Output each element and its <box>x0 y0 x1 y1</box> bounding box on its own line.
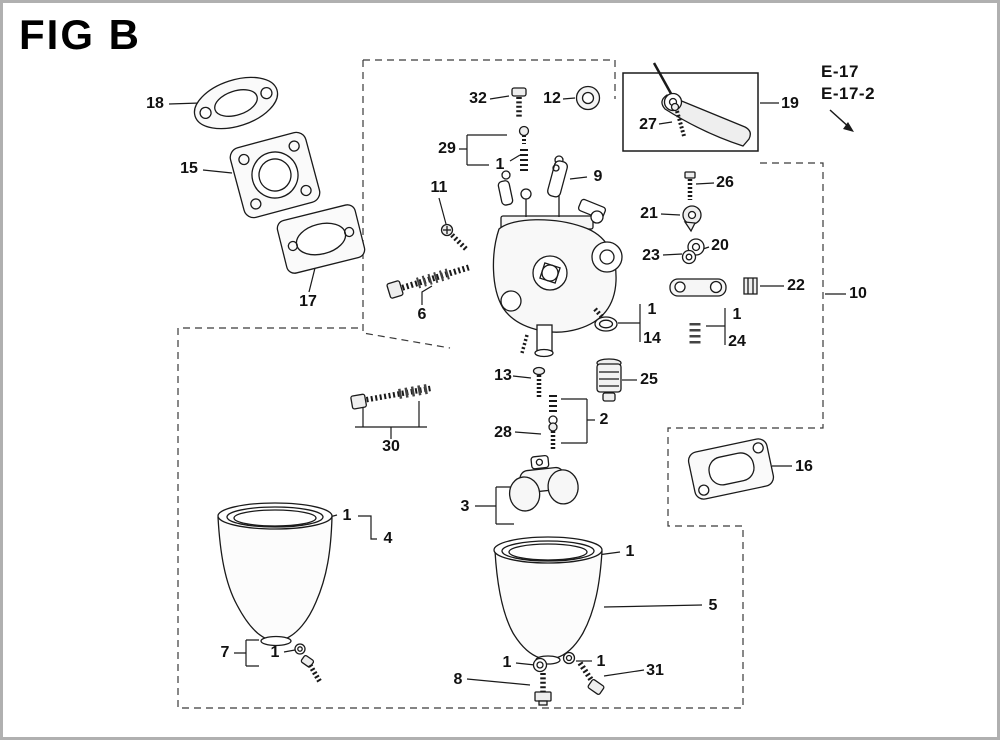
reference-labels: E-17 E-17-2 <box>821 61 875 105</box>
float-bowl-4-drawing <box>217 502 333 647</box>
float-valve-21-drawing <box>682 205 702 233</box>
cap-12-drawing <box>575 85 601 111</box>
callout-9: 9 <box>593 168 603 185</box>
callout-1-washer31: 1 <box>596 653 606 670</box>
callout-10: 10 <box>849 285 867 302</box>
float-bowl-5-drawing <box>493 536 603 665</box>
callout-7: 7 <box>220 644 230 661</box>
callout-19: 19 <box>781 95 799 112</box>
callout-11: 11 <box>430 179 448 196</box>
callout-1-bowl5-gasket: 1 <box>625 543 635 560</box>
bolt-31-drawing <box>562 651 605 695</box>
callout-1-bowl4-gasket: 1 <box>342 507 352 524</box>
callout-1-spring24: 1 <box>732 306 742 323</box>
callout-14: 14 <box>643 330 661 347</box>
callout-32: 32 <box>469 90 487 107</box>
callout-16: 16 <box>795 458 813 475</box>
callout-2: 2 <box>599 411 609 428</box>
callout-15: 15 <box>180 160 198 177</box>
callout-27: 27 <box>639 116 657 133</box>
screw-32-drawing <box>511 87 527 117</box>
drain-screw-7-drawing <box>294 643 323 684</box>
callout-30: 30 <box>382 438 400 455</box>
float-3-drawing <box>508 454 579 512</box>
screw-set-2-28-drawing <box>548 395 558 450</box>
callout-1-drain: 1 <box>270 644 280 661</box>
gasket-18-drawing <box>193 76 279 130</box>
pin-27-drawing <box>670 102 680 112</box>
screw-11-drawing <box>440 223 468 251</box>
callout-1-washer8: 1 <box>502 654 512 671</box>
screw-13-drawing <box>532 366 546 399</box>
callout-1-oring: 1 <box>647 301 657 318</box>
gasket-17-drawing <box>276 204 366 274</box>
callout-17: 17 <box>299 293 317 310</box>
callout-25: 25 <box>640 371 658 388</box>
callout-21: 21 <box>640 205 658 222</box>
diagram-artwork <box>168 59 854 709</box>
flange-16-drawing <box>687 438 775 500</box>
bolt-6-drawing <box>386 264 471 299</box>
callout-3: 3 <box>460 498 470 515</box>
callout-6: 6 <box>417 306 427 323</box>
bolt-spring-30-drawing <box>350 383 433 410</box>
callout-1-screw29: 1 <box>495 156 505 173</box>
callout-20: 20 <box>711 237 729 254</box>
callout-23: 23 <box>642 247 660 264</box>
reference-e17-2-label: E-17-2 <box>821 84 876 103</box>
callout-22: 22 <box>787 277 805 294</box>
callout-29: 29 <box>438 140 456 157</box>
float-arm-22-drawing <box>669 277 758 297</box>
figure-title: FIG B <box>19 11 141 58</box>
callout-24: 24 <box>728 333 746 350</box>
reference-arrow-icon <box>829 109 854 132</box>
screw-26-drawing <box>684 171 696 200</box>
reference-e17-label: E-17 <box>821 62 859 81</box>
callout-18: 18 <box>146 95 164 112</box>
carburetor-body-drawing <box>492 155 623 358</box>
callout-8: 8 <box>453 671 463 688</box>
screw-spring-29-drawing <box>518 125 530 171</box>
o-ring-14-drawing <box>594 316 618 332</box>
lever-box-19-drawing <box>622 62 759 152</box>
callout-4: 4 <box>383 530 393 547</box>
callout-13: 13 <box>494 367 512 384</box>
main-jet-25-drawing <box>596 358 622 402</box>
callout-31: 31 <box>646 662 664 679</box>
callout-26: 26 <box>716 174 734 191</box>
leader-lines <box>168 95 846 686</box>
region-boundaries <box>177 59 824 709</box>
callout-12: 12 <box>543 90 561 107</box>
callout-28: 28 <box>494 424 512 441</box>
washer-20-ring-23-drawing <box>681 238 705 265</box>
bowl-bolt-8-drawing <box>532 657 552 706</box>
callout-5: 5 <box>708 597 718 614</box>
insulator-15-drawing <box>229 131 321 219</box>
